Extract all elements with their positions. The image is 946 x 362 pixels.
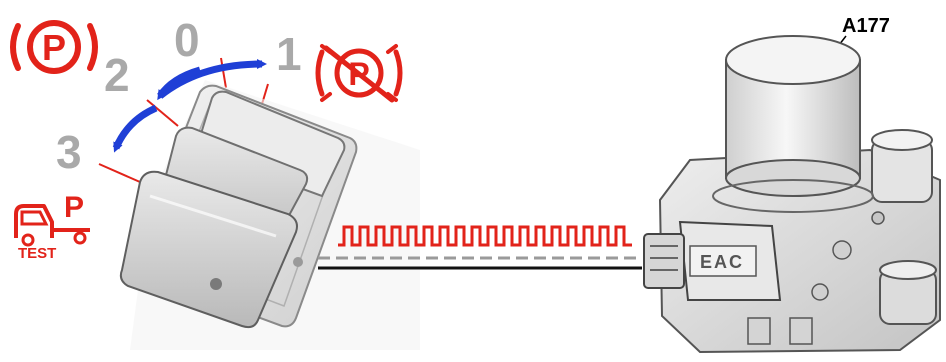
position-0-label: 0 bbox=[174, 14, 200, 66]
position-1-label: 1 bbox=[276, 28, 302, 80]
dryer-cartridge-top bbox=[726, 36, 860, 84]
park-brake-released-icon: P bbox=[318, 46, 400, 100]
position-3-label: 3 bbox=[56, 126, 82, 178]
position-2-label: 2 bbox=[104, 49, 130, 101]
switch-detail-icon bbox=[210, 278, 222, 290]
park-brake-applied-icon: P bbox=[13, 23, 95, 71]
unit-label: A177 bbox=[842, 15, 890, 37]
trailer-test-icon: P TEST bbox=[16, 191, 90, 262]
trailer-test-label: TEST bbox=[18, 245, 56, 262]
eac-module-text: EAC bbox=[700, 252, 744, 272]
park-brake-switch[interactable] bbox=[121, 80, 420, 350]
arrow-toward-test bbox=[116, 108, 156, 148]
eac-unit: A177 EAC bbox=[644, 15, 940, 352]
trailer-test-park-letter: P bbox=[64, 191, 84, 224]
park-brake-letter: P bbox=[42, 27, 66, 68]
eac-plug bbox=[644, 234, 684, 288]
